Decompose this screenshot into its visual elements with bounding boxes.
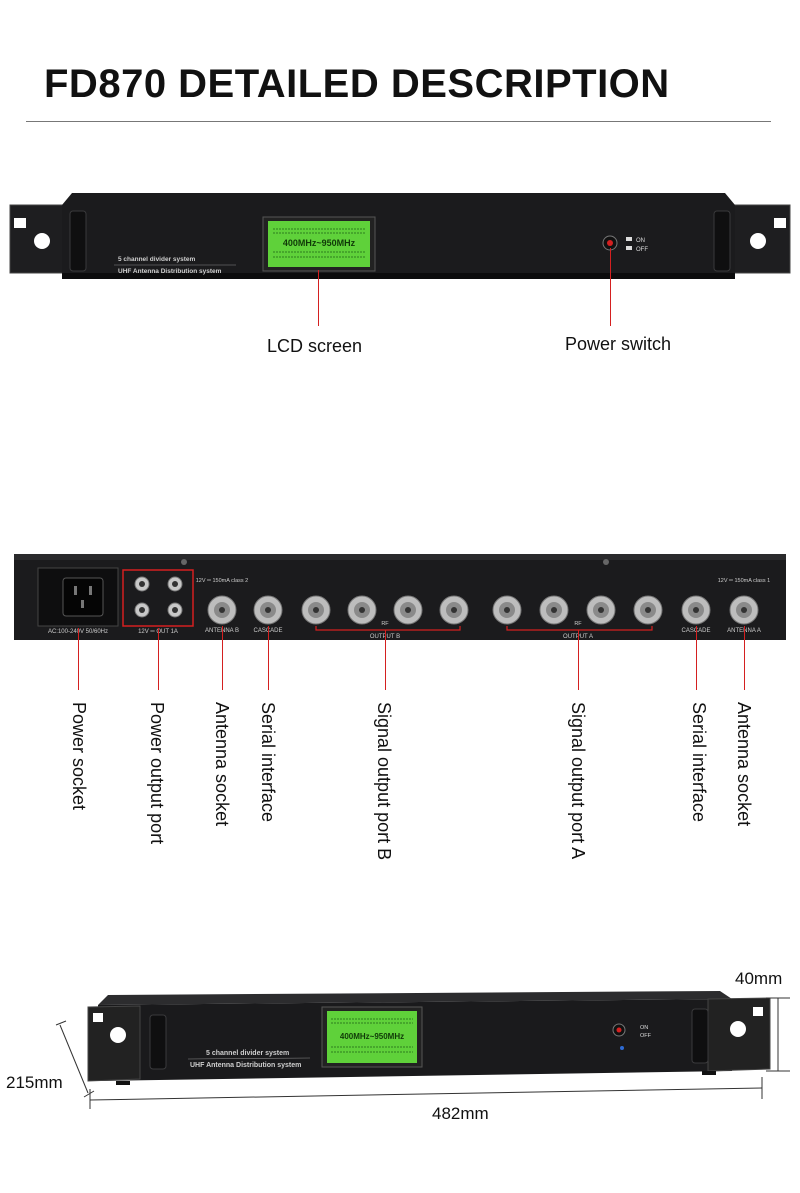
depth-dimension-label: 215mm — [6, 1073, 63, 1092]
switch-leader-line — [610, 248, 611, 326]
panel-text-system: UHF Antenna Distribution system — [118, 268, 222, 275]
rf-label-b: RF — [381, 621, 389, 627]
persp-status-led — [620, 1046, 624, 1050]
antenna-socket-a-label: Antenna socket — [734, 702, 754, 827]
power-switch-label: Power switch — [565, 334, 672, 354]
perspective-view-image: 400MHz~950MHz 5 channel divider system U… — [55, 991, 790, 1109]
persp-lcd-frequency-text: 400MHz~950MHz — [340, 1032, 404, 1041]
output-b-connectors — [301, 595, 469, 625]
antenna-b-connector — [207, 595, 237, 625]
dc-output-group — [122, 569, 194, 627]
front-chassis — [62, 193, 735, 277]
front-panel-image: 400MHz~950MHz 5 channel divider system U… — [9, 193, 791, 279]
width-dimension-marker — [89, 1077, 763, 1109]
height-dimension-marker — [766, 997, 790, 1072]
switch-on-label: ON — [636, 238, 645, 244]
power-led — [607, 240, 613, 246]
cascade-left-connector — [253, 595, 283, 625]
left-handle — [69, 210, 87, 272]
persp-panel-text-channel: 5 channel divider system — [206, 1050, 289, 1057]
antenna-b-spec: 12V ═ 150mA class 2 — [196, 578, 249, 584]
right-handle — [713, 210, 731, 272]
lcd-frequency-text: 400MHz~950MHz — [283, 238, 356, 248]
right-ear-hole — [750, 233, 766, 249]
page-title: FD870 DETAILED DESCRIPTION — [44, 62, 670, 106]
left-ear-hole — [34, 233, 50, 249]
serial-left-leader — [268, 626, 269, 690]
power-output-leader — [158, 628, 159, 690]
persp-right-ear-hole — [730, 1021, 746, 1037]
persp-switch-on: ON — [640, 1025, 648, 1031]
signal-output-b-label: Signal output port B — [374, 702, 394, 861]
width-dimension-label: 482mm — [432, 1104, 489, 1123]
lcd-screen-label: LCD screen — [267, 336, 363, 356]
output-a-connectors — [492, 595, 663, 625]
rf-label-a: RF — [574, 621, 582, 627]
persp-left-handle — [149, 1014, 167, 1070]
antenna-b-leader — [222, 626, 223, 690]
depth-dimension-marker — [55, 1020, 95, 1098]
right-ear-slot — [774, 218, 786, 228]
chassis-bottom-edge — [62, 273, 735, 279]
persp-left-ear-hole — [110, 1027, 126, 1043]
rear-panel-image: AC:100-240V 50/60Hz 12V ═ OUT 1A 12V ═ 1… — [14, 554, 786, 640]
lcd-bar-graphs — [273, 228, 365, 258]
height-dimension-label: 40mm — [735, 969, 783, 988]
antenna-a-connector — [729, 595, 759, 625]
serial-right-leader — [696, 626, 697, 690]
antenna-socket-b-label: Antenna socket — [212, 702, 232, 827]
antenna-a-leader — [744, 626, 745, 690]
lcd-leader-line — [318, 270, 319, 326]
cascade-right-connector — [681, 595, 711, 625]
left-ear-slot — [14, 218, 26, 228]
persp-panel-text-system: UHF Antenna Distribution system — [190, 1062, 301, 1069]
title-divider — [26, 121, 771, 122]
switch-off-label: OFF — [636, 247, 648, 253]
persp-lcd-screen — [327, 1011, 417, 1063]
power-socket-leader — [78, 628, 79, 690]
chassis-top-face — [98, 991, 732, 1005]
serial-interface-right-label: Serial interface — [689, 702, 709, 823]
signal-output-a-label: Signal output port A — [568, 702, 588, 860]
persp-right-handle — [691, 1008, 709, 1064]
output-b-leader — [385, 630, 386, 690]
panel-text-channel: 5 channel divider system — [118, 256, 196, 263]
antenna-a-spec: 12V ═ 150mA class 1 — [718, 578, 771, 584]
power-socket-label: Power socket — [69, 702, 89, 811]
serial-interface-left-label: Serial interface — [258, 702, 278, 823]
output-a-leader — [578, 630, 579, 690]
power-output-port-label: Power output port — [147, 702, 167, 845]
persp-switch-off: OFF — [640, 1033, 652, 1039]
persp-left-ear — [87, 1005, 141, 1082]
